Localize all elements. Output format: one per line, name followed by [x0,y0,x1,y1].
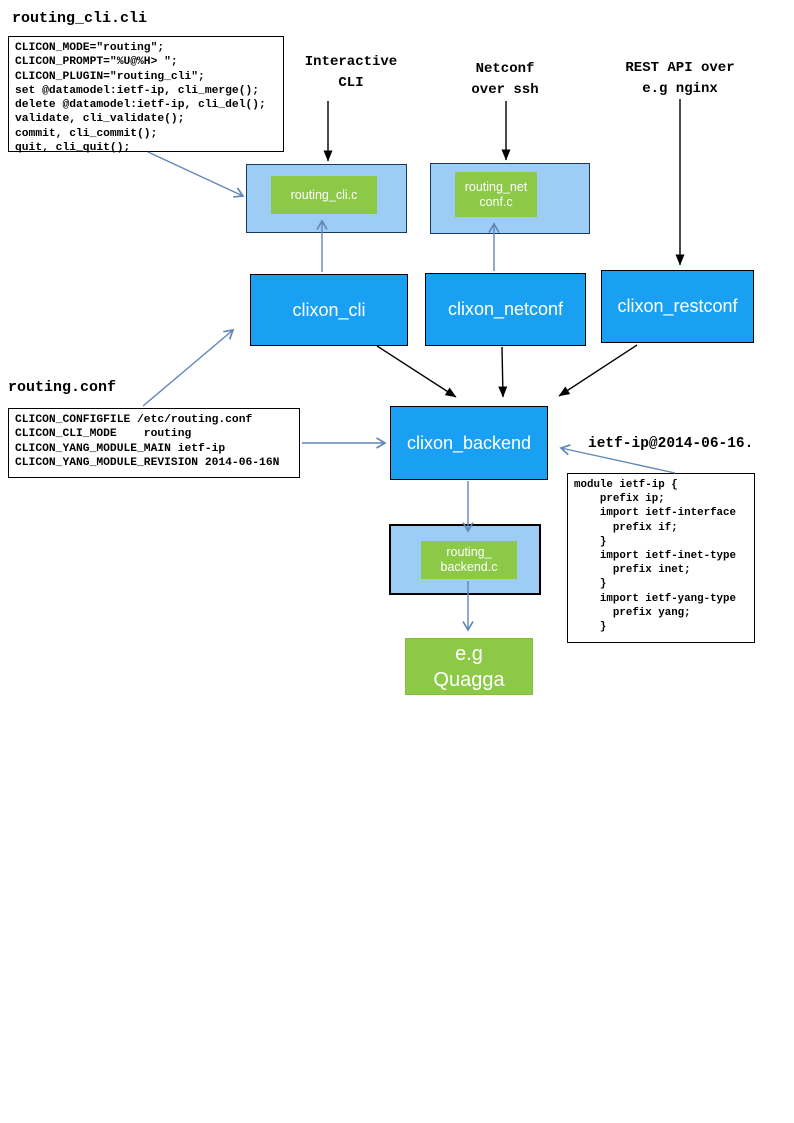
interactive-cli-label: Interactive CLI [304,54,398,91]
ietf-ip-yang-title: ietf-ip@2014-06-16. [588,436,754,452]
arrow-restconf-to-backend [558,344,638,397]
routing-conf-code-box: CLICON_CONFIGFILE /etc/routing.conf CLIC… [8,408,300,478]
routing-cli-file-title: routing_cli.cli [12,10,148,27]
routing-cli-code-box: CLICON_MODE="routing"; CLICON_PROMPT="%U… [8,36,284,154]
node-clixon-netconf: clixon_netconf [425,273,586,346]
arrow-conf-to-clixoncli [142,328,235,407]
ietf-ip-yang-code-box: module ietf-ip { prefix ip; import ietf-… [567,473,755,643]
node-clixon-backend: clixon_backend [390,406,548,480]
node-clixon-restconf: clixon_restconf [601,270,754,343]
node-routing-backend-c: routing_ backend.c [421,541,517,579]
arrow-netconf-to-backend [498,346,508,398]
netconf-over-ssh-label: Netconf over ssh [471,61,539,98]
node-quagga: e.g Quagga [405,638,533,695]
rest-api-label: REST API over e.g nginx [625,60,735,97]
routing-conf-file-title: routing.conf [8,379,117,396]
arrow-clifile-to-plugin [147,151,245,198]
arrow-cli-to-backend [376,345,457,398]
node-routing-netconf-c: routing_net conf.c [455,172,537,217]
node-clixon-cli: clixon_cli [250,274,408,346]
node-routing-cli-c: routing_cli.c [271,176,377,214]
